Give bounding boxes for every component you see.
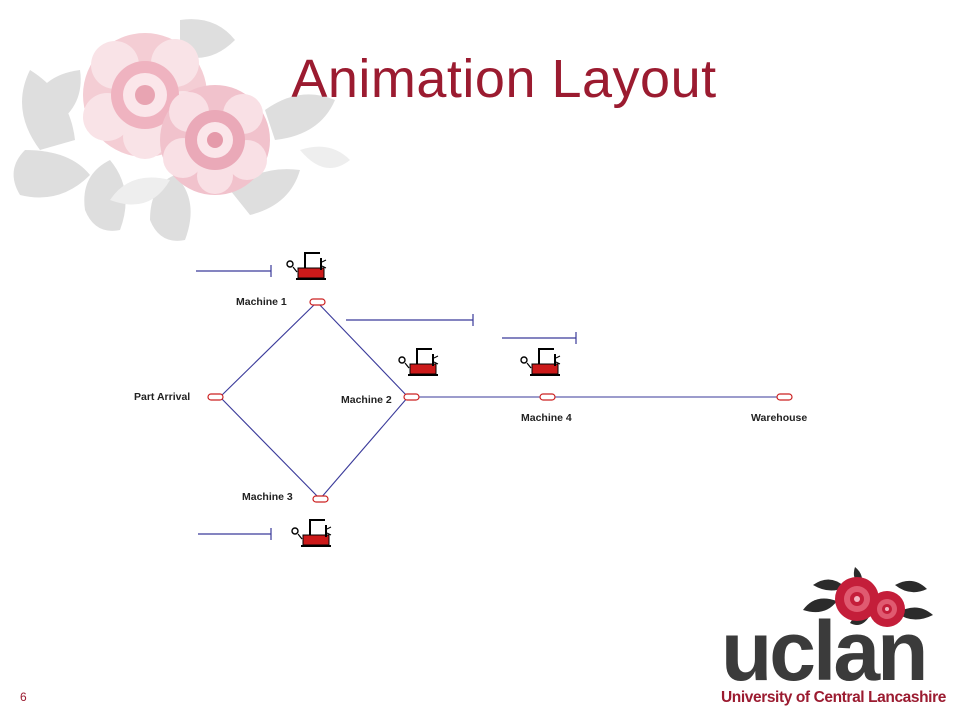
route-machine1-machine2 bbox=[316, 301, 409, 398]
station-marker-machine2 bbox=[403, 393, 420, 401]
route-machine3-machine2 bbox=[319, 396, 409, 500]
logo-tagline: University of Central Lancashire bbox=[721, 689, 946, 706]
rose-watermark-icon bbox=[13, 19, 350, 241]
station-marker-machine4 bbox=[539, 393, 556, 401]
machine-resource-icon bbox=[286, 251, 327, 281]
station-marker-machine1 bbox=[309, 298, 326, 306]
queue-line-machine1 bbox=[196, 265, 272, 277]
route-lines bbox=[219, 301, 784, 500]
queue-line-machine4 bbox=[502, 332, 577, 344]
machine-resource-icon bbox=[398, 347, 439, 377]
rose-logo-icon bbox=[803, 567, 933, 627]
slide-title: Animation Layout bbox=[291, 49, 717, 109]
station-marker-machine3 bbox=[312, 495, 329, 503]
station-marker-warehouse bbox=[776, 393, 793, 401]
logo-wordmark: uclan bbox=[721, 604, 928, 698]
uclan-logo: uclan University of Central Lancashire bbox=[715, 565, 946, 715]
machine-resource-icon bbox=[291, 518, 332, 548]
node-label-part-arrival: Part Arrival bbox=[134, 391, 190, 403]
machine-resource-icon bbox=[520, 347, 561, 377]
queue-lines bbox=[196, 265, 577, 540]
page-number: 6 bbox=[20, 690, 27, 704]
queue-line-machine2 bbox=[346, 314, 474, 326]
node-label-machine2: Machine 2 bbox=[341, 394, 392, 406]
node-label-warehouse: Warehouse bbox=[751, 412, 807, 424]
node-label-machine3: Machine 3 bbox=[242, 491, 293, 503]
route-arrival-machine1 bbox=[219, 301, 318, 398]
station-markers bbox=[207, 298, 793, 503]
queue-line-machine3 bbox=[198, 528, 272, 540]
route-arrival-machine3 bbox=[219, 396, 321, 500]
node-label-machine4: Machine 4 bbox=[521, 412, 572, 424]
node-label-machine1: Machine 1 bbox=[236, 296, 287, 308]
station-marker-part-arrival bbox=[207, 393, 224, 401]
